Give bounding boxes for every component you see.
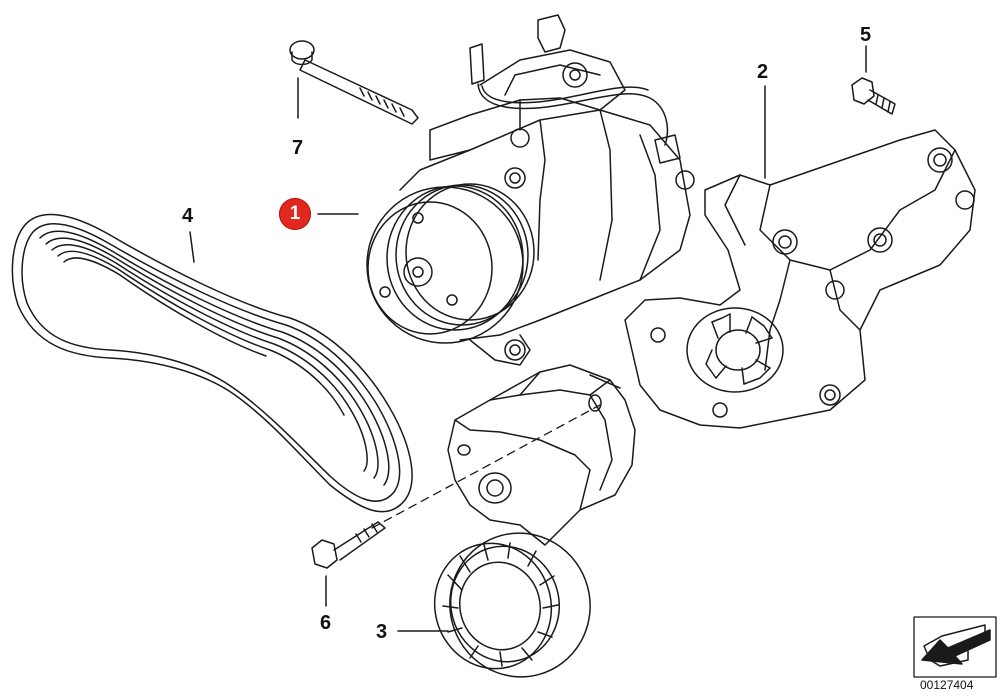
tensioner-bolt [311, 521, 386, 569]
tensioner-pulley [433, 532, 591, 678]
callout-leader-4 [189, 231, 195, 263]
alignment-dashed-line [371, 404, 601, 529]
callout-6: 6 [320, 612, 332, 634]
mounting-bracket [624, 129, 976, 429]
belt-tensioner [447, 364, 636, 546]
small-bolt [851, 77, 896, 115]
callout-4: 4 [182, 205, 194, 227]
drive-belt [11, 213, 413, 513]
callout-5: 5 [860, 24, 872, 46]
arrow-down-left-icon[interactable] [913, 616, 997, 678]
callout-2: 2 [757, 61, 769, 83]
diagram-id: 00127404 [920, 678, 974, 692]
callout-3: 3 [376, 621, 388, 643]
callout-7: 7 [292, 137, 304, 159]
callout-1-highlight-badge[interactable]: 1 [279, 198, 311, 230]
long-bolt [289, 40, 419, 125]
ac-compressor [366, 14, 695, 366]
